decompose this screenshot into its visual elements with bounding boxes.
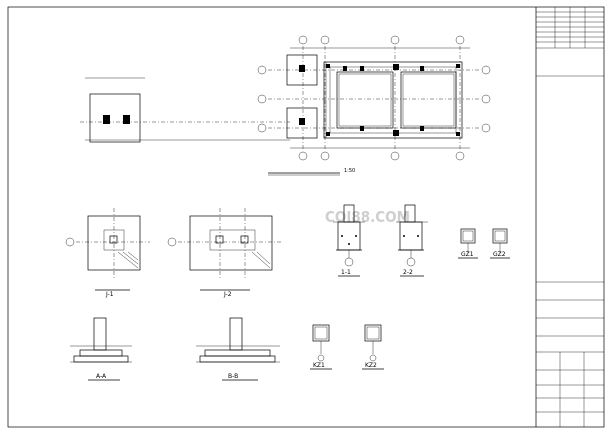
- drawing-frame: [7, 6, 605, 428]
- svg-text:2-2: 2-2: [403, 269, 413, 276]
- footing-j2-plan: J-2: [167, 208, 282, 298]
- pad-footings-plan: [89, 54, 318, 143]
- svg-text:GZ2: GZ2: [493, 251, 506, 258]
- section-b-b: B-B: [196, 317, 280, 381]
- svg-text:KZ2: KZ2: [365, 362, 377, 369]
- svg-text:B-B: B-B: [228, 373, 238, 380]
- svg-text:1:50: 1:50: [344, 168, 355, 174]
- svg-text:GZ1: GZ1: [461, 251, 474, 258]
- plan-title: 1:50: [268, 168, 355, 176]
- column-kz2: KZ2: [362, 324, 384, 370]
- svg-text:1-1: 1-1: [341, 269, 351, 276]
- section-1-1: 1-1: [333, 204, 365, 277]
- column-gz2: GZ2: [490, 228, 510, 259]
- foundation-plan: [323, 61, 463, 139]
- title-block: [535, 7, 604, 427]
- section-2-2: 2-2: [396, 204, 428, 277]
- dimension-lines: [85, 47, 470, 149]
- section-a-a: A-A: [70, 317, 132, 381]
- svg-text:COI88.COM: COI88.COM: [325, 208, 410, 226]
- watermark: COI88.COM: [325, 208, 410, 226]
- svg-text:J-2: J-2: [223, 291, 232, 298]
- svg-text:A-A: A-A: [96, 373, 107, 380]
- column-gz1: GZ1: [458, 228, 478, 259]
- svg-text:J-1: J-1: [105, 291, 114, 298]
- grid-bubbles: [257, 35, 491, 161]
- footing-j1-plan: J-1: [65, 208, 150, 298]
- svg-text:KZ1: KZ1: [313, 362, 325, 369]
- column-kz1: KZ1: [310, 324, 332, 370]
